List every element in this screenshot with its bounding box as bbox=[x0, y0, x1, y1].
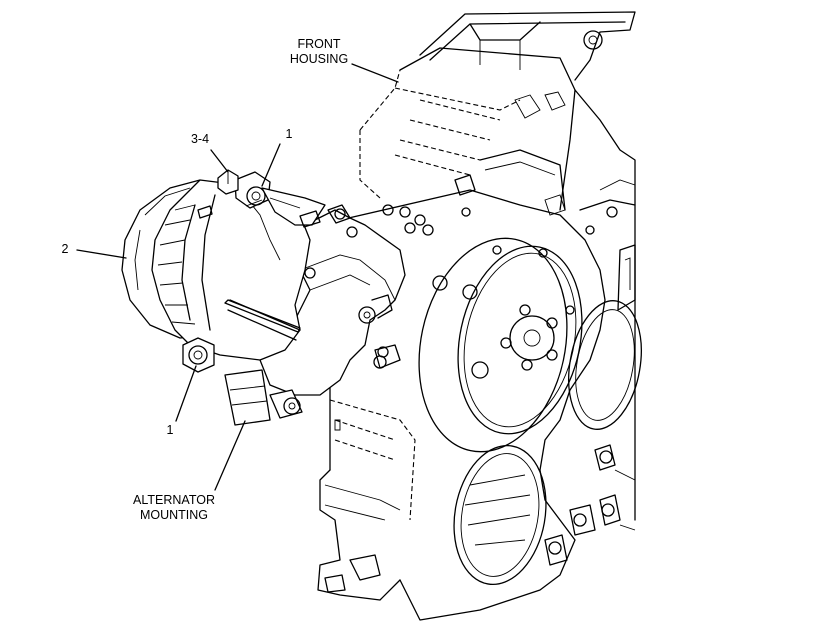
callout-3-4: 3-4 bbox=[190, 132, 210, 146]
front-housing-label-line2: HOUSING bbox=[289, 52, 349, 66]
leader-3-4 bbox=[210, 149, 229, 173]
alternator-mounting-label: ALTERNATOR MOUNTING bbox=[124, 493, 224, 523]
leader-2 bbox=[76, 249, 127, 259]
callout-1-bottom: 1 bbox=[166, 423, 174, 437]
leader-1-bottom bbox=[175, 365, 197, 422]
leader-lines bbox=[76, 63, 399, 491]
alternator-mounting-label-line1: ALTERNATOR bbox=[133, 493, 215, 507]
leader-front-housing bbox=[351, 63, 399, 83]
front-housing-label: FRONT HOUSING bbox=[284, 37, 354, 67]
front-housing bbox=[317, 11, 642, 621]
leader-1-top bbox=[261, 143, 281, 187]
alternator-mounting-bracket bbox=[224, 204, 406, 426]
callout-2: 2 bbox=[61, 242, 69, 256]
leader-alternator-mounting bbox=[214, 420, 246, 491]
front-housing-label-line1: FRONT bbox=[297, 37, 341, 51]
alternator-mounting-label-line2: MOUNTING bbox=[139, 508, 209, 522]
callout-1-top: 1 bbox=[285, 127, 293, 141]
alternator bbox=[121, 169, 326, 373]
